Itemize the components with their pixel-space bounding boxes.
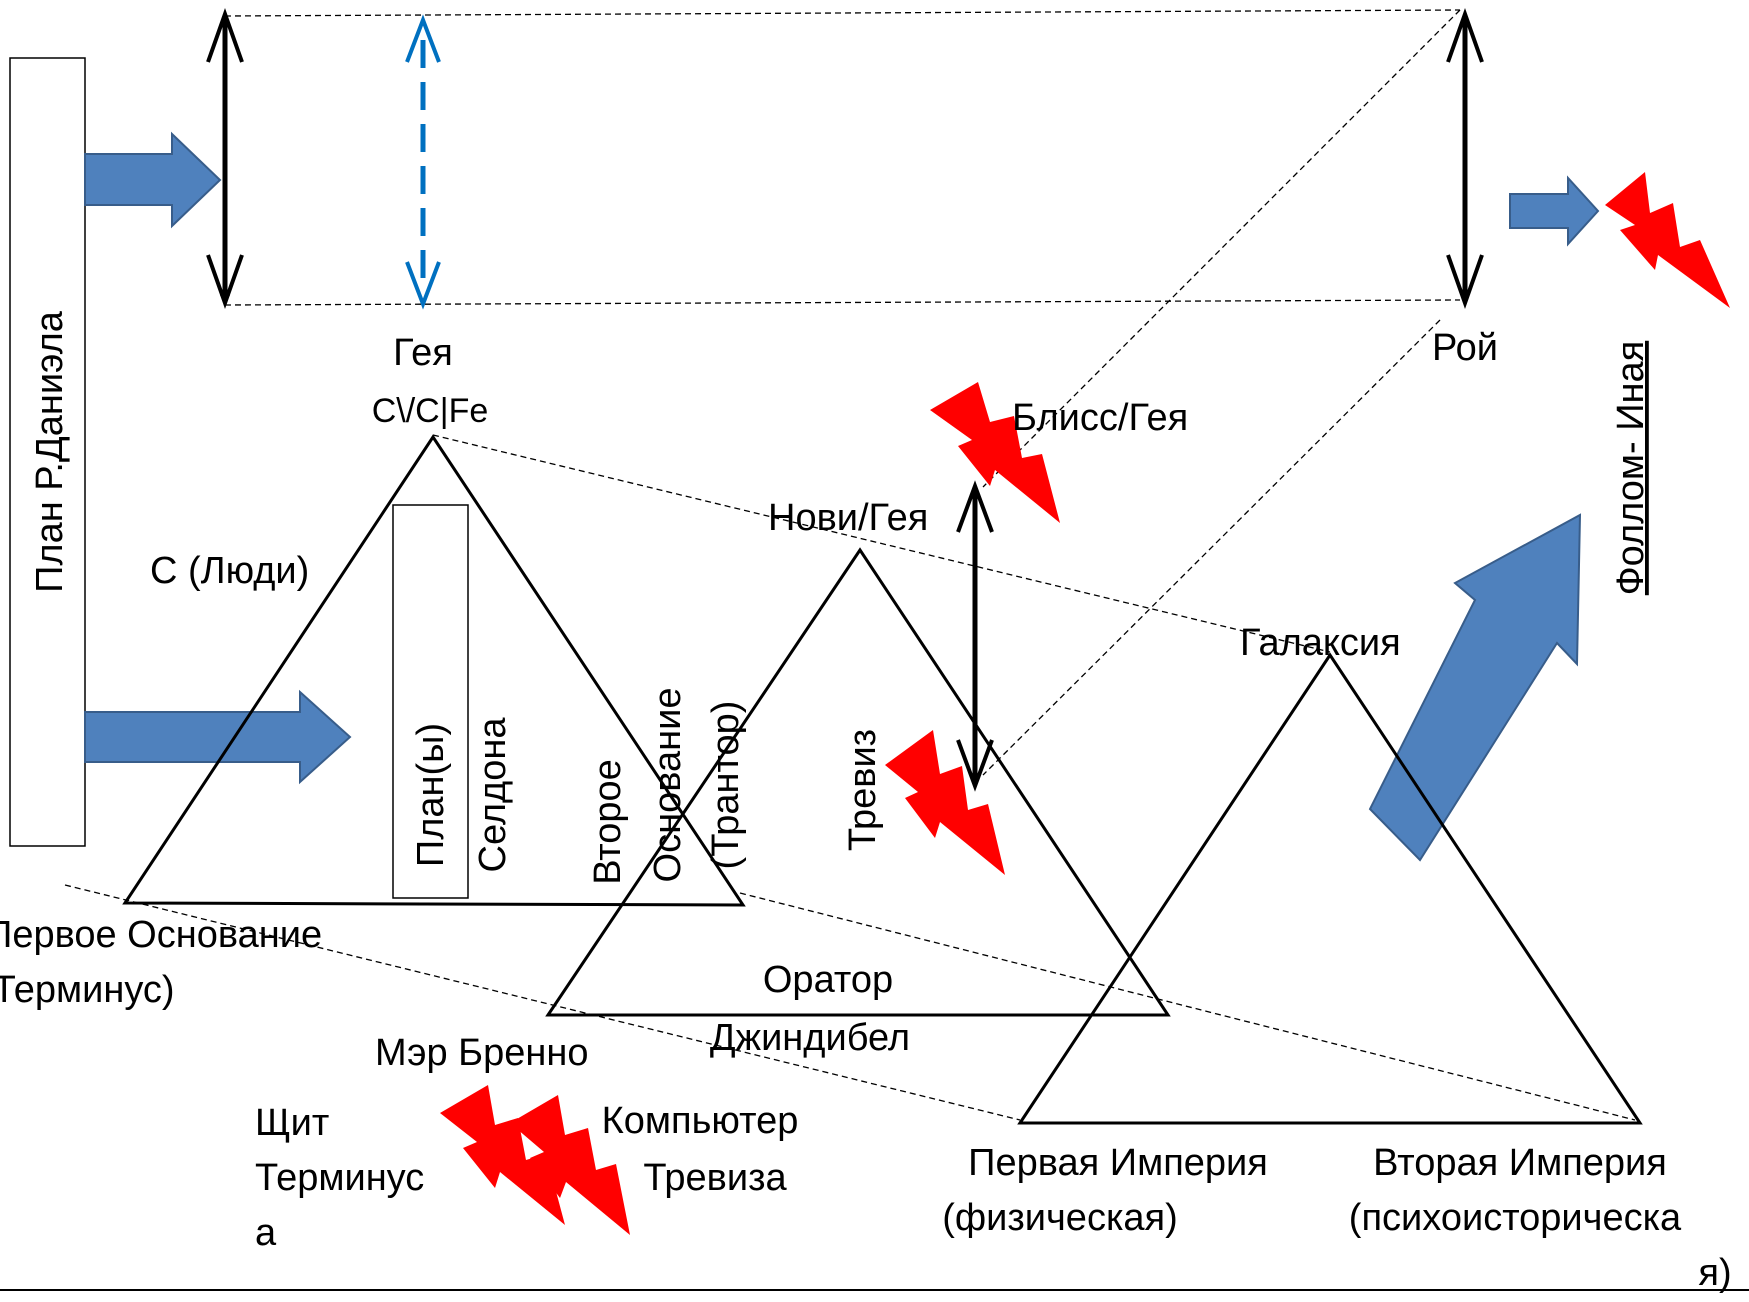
second-foundation-line1: Второе xyxy=(587,759,629,885)
bliss-label: Блисс/Гея xyxy=(1012,397,1188,439)
plan-daniel-label: План Р.Даниэла xyxy=(29,310,71,593)
second-foundation-line3: (Трантор) xyxy=(705,701,747,870)
first-foundation-line2: (Терминус) xyxy=(0,969,175,1011)
dashed-blue-arrow-heads xyxy=(405,14,441,310)
triangle-empire xyxy=(1017,652,1643,1125)
orator-line1: Оратор xyxy=(763,959,893,1001)
first-empire-line2: (физическая) xyxy=(942,1197,1178,1239)
trevize-label: Тревиз xyxy=(842,729,884,851)
projection-dashed-lines xyxy=(64,9,1636,1121)
computer-line2: Тревиза xyxy=(643,1157,787,1199)
plans-label-line1: План(ы) xyxy=(410,723,452,867)
orator-line2: Джиндибел xyxy=(710,1017,910,1059)
first-foundation-line1: Первое Основание xyxy=(0,914,322,956)
plans-label-line2: Селдона xyxy=(472,717,514,873)
computer-line1: Компьютер xyxy=(602,1100,799,1142)
lightning-icon-trevize xyxy=(885,730,1005,875)
double-arrow-left-heads xyxy=(206,8,244,309)
follom-label: Фоллом- Иная xyxy=(1610,341,1652,595)
lightning-icon-computer xyxy=(510,1095,630,1235)
galaxy-label: Галаксия xyxy=(1240,622,1401,664)
gaia-label: Гея xyxy=(393,332,453,374)
second-empire-line1: Вторая Империя xyxy=(1373,1142,1667,1184)
second-foundation-line2: Основание xyxy=(647,688,689,883)
lightning-icon-mayor xyxy=(440,1085,565,1225)
first-empire-line1: Первая Империя xyxy=(968,1142,1268,1184)
novi-label: Нови/Гея xyxy=(768,497,928,539)
shield-line2: Терминус xyxy=(255,1157,424,1199)
lightning-icon-bliss xyxy=(930,382,1060,523)
block-arrow-top xyxy=(84,131,222,229)
lightning-icon-follom xyxy=(1605,172,1730,308)
second-empire-line2: (психоисторическа xyxy=(1349,1197,1682,1239)
plan-daniel-box xyxy=(9,57,86,847)
block-arrow-diagonal xyxy=(1368,513,1582,862)
block-arrow-middle xyxy=(84,689,352,785)
shield-line3: а xyxy=(255,1212,277,1254)
seldon-plan-box xyxy=(392,504,469,899)
gaia-formula-label: C\/C|Fe xyxy=(372,392,489,430)
triangle-second-foundation xyxy=(545,547,1171,1017)
mayor-label: Мэр Бренно xyxy=(375,1032,588,1074)
people-label: С (Люди) xyxy=(150,550,309,592)
double-arrow-novi-heads xyxy=(956,480,994,792)
second-empire-line3: я) xyxy=(1698,1252,1731,1294)
shield-line1: Щит xyxy=(255,1102,329,1144)
block-arrow-right xyxy=(1509,175,1600,247)
swarm-label: Рой xyxy=(1432,327,1498,369)
double-arrow-right-heads xyxy=(1446,8,1484,309)
triangle-first-foundation xyxy=(122,434,746,907)
